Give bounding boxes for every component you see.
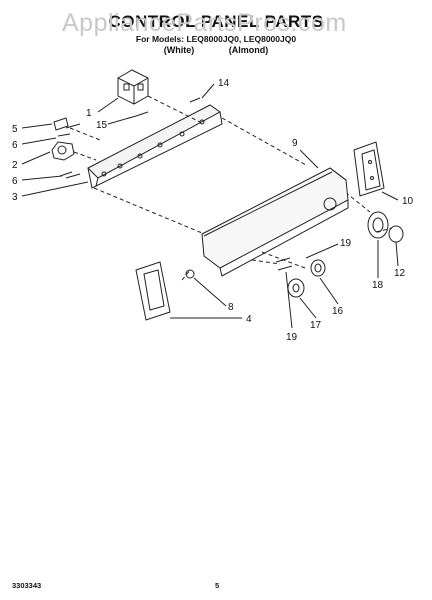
- callout-3: 3: [12, 192, 18, 203]
- callout-6a: 6: [12, 140, 18, 151]
- color-white: (White): [163, 45, 195, 55]
- callout-19b: 19: [286, 332, 298, 343]
- callout-1: 1: [86, 108, 92, 119]
- console-bracket: [87, 104, 223, 189]
- callout-labels: 1 2 3 4 5 6 6 8 9 10 12 14 15 16 17 18 1…: [12, 78, 414, 343]
- leader-lines: [21, 83, 399, 329]
- callout-10: 10: [402, 196, 414, 207]
- watermark: AppliancePartsPros.com: [62, 9, 347, 37]
- callout-15: 15: [96, 120, 108, 131]
- callout-2: 2: [12, 160, 18, 171]
- callout-9: 9: [292, 138, 298, 149]
- callout-16: 16: [332, 306, 344, 317]
- callout-6b: 6: [12, 176, 18, 187]
- callout-18: 18: [372, 280, 384, 291]
- callout-14: 14: [218, 78, 230, 89]
- callout-4: 4: [246, 314, 252, 325]
- color-almond: (Almond): [228, 45, 269, 55]
- callout-12: 12: [394, 268, 406, 279]
- models-line: For Models: LEQ8000JQ0, LEQ8000JQ0: [135, 34, 297, 44]
- page-number: 5: [215, 581, 220, 590]
- selector-knob-parts: [275, 257, 326, 298]
- timer-knob-parts: [367, 211, 404, 243]
- control-console: [201, 167, 349, 277]
- page-title: CONTROL PANEL PARTS: [108, 12, 324, 31]
- terminal-block: [117, 69, 149, 105]
- callout-19a: 19: [340, 238, 352, 249]
- left-end-cap: [135, 261, 195, 321]
- callout-5: 5: [12, 124, 18, 135]
- document-number: 3303343: [12, 581, 42, 590]
- callout-8: 8: [228, 302, 234, 313]
- callout-17: 17: [310, 320, 322, 331]
- screws: [65, 97, 201, 179]
- right-end-cap: [353, 141, 385, 197]
- color-line: (White) (Almond): [0, 45, 432, 55]
- switch-parts: [51, 117, 75, 177]
